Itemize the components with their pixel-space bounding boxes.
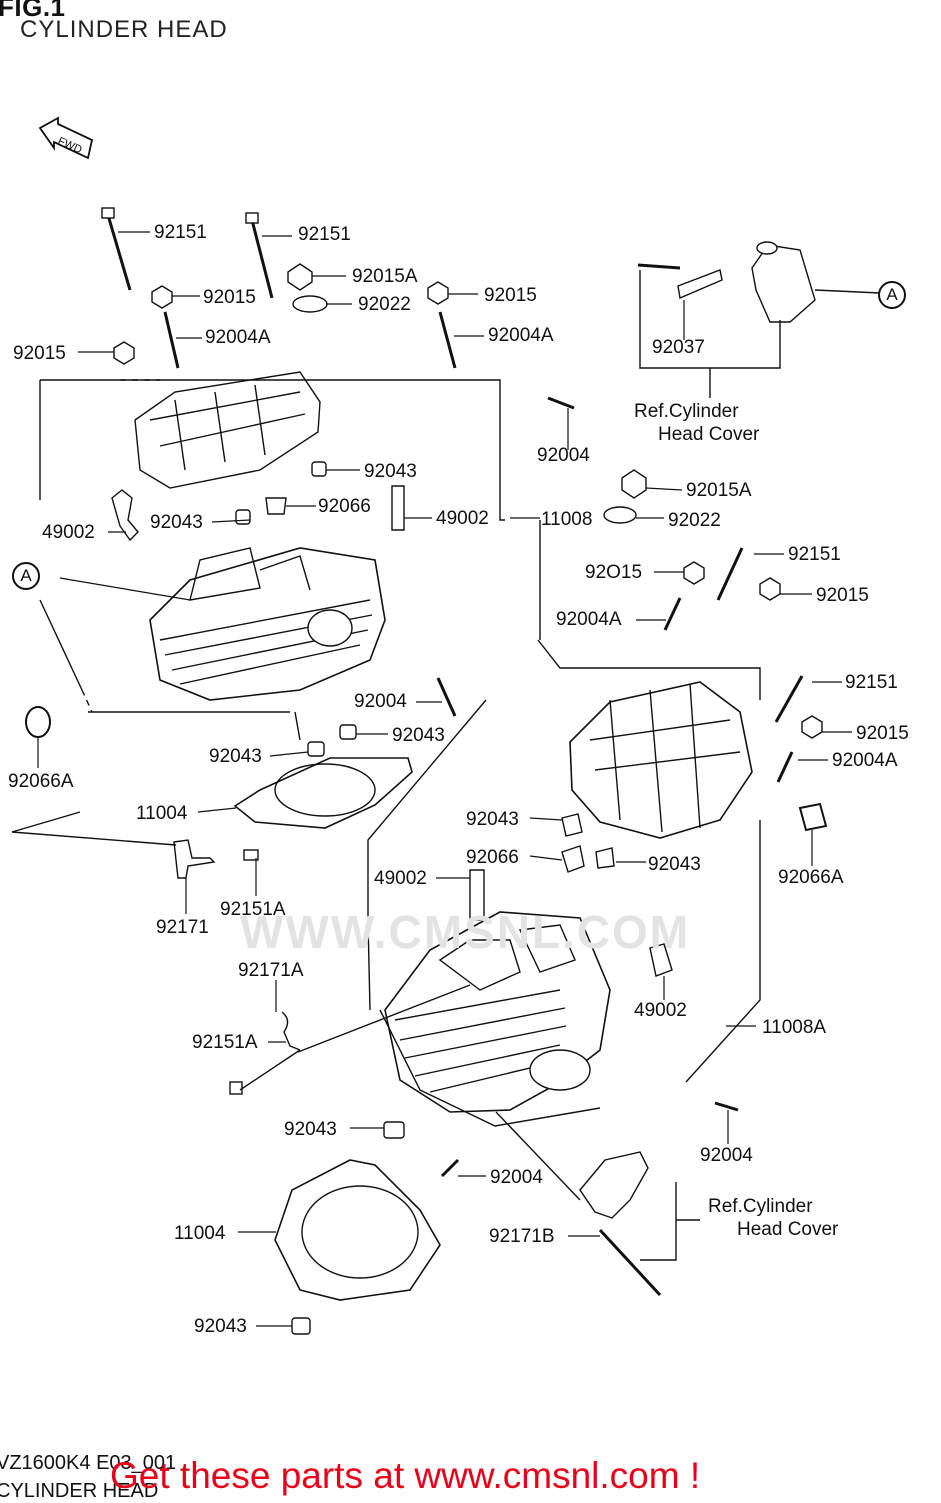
part-label[interactable]: 92171 <box>156 917 209 938</box>
part-label[interactable]: 92171B <box>489 1226 555 1247</box>
part-label[interactable]: 92151 <box>788 544 841 565</box>
part-label[interactable]: 11008A <box>762 1017 827 1038</box>
part-label[interactable]: 92015 <box>13 343 66 364</box>
part-label[interactable]: 92004 <box>700 1145 753 1166</box>
shop-banner-link[interactable]: Get these parts at www.cmsnl.com ! <box>110 1455 701 1496</box>
part-label[interactable]: 11004 <box>174 1223 226 1244</box>
leader-lines <box>37 231 852 1327</box>
part-label[interactable]: 92043 <box>194 1316 247 1337</box>
part-label[interactable]: 92015 <box>816 585 869 606</box>
part-label[interactable]: 92151A <box>192 1032 258 1053</box>
reference-note: Ref.Cylinder Head Cover <box>708 1195 838 1241</box>
part-label[interactable]: 92043 <box>392 725 445 746</box>
part-label[interactable]: 92015 <box>484 285 537 306</box>
part-label[interactable]: 92171A <box>238 960 304 981</box>
rear-cylinder-head <box>229 241 881 1335</box>
part-label[interactable]: 92151A <box>220 899 286 920</box>
part-label[interactable]: 92022 <box>358 294 411 315</box>
reference-line: Ref.Cylinder <box>634 401 739 422</box>
part-label[interactable]: 92004 <box>537 445 590 466</box>
part-label[interactable]: 92043 <box>284 1119 337 1140</box>
part-label[interactable]: 92043 <box>466 809 519 830</box>
part-label[interactable]: 92037 <box>652 337 705 358</box>
front-cylinder-head <box>11 207 505 879</box>
part-label[interactable]: 92066A <box>778 867 844 888</box>
part-label[interactable]: 92004A <box>832 750 898 771</box>
part-label[interactable]: 49002 <box>436 508 489 529</box>
part-label[interactable]: 92151 <box>845 672 898 693</box>
part-label[interactable]: 11008 <box>541 509 593 530</box>
part-label[interactable]: 92O15 <box>585 562 643 583</box>
part-label[interactable]: 92015A <box>686 480 752 501</box>
watermark-text: WWW.CMSNL.COM <box>240 906 691 958</box>
reference-note: Ref.Cylinder Head Cover <box>634 400 759 446</box>
part-label[interactable]: 92004A <box>488 325 554 346</box>
reference-line: Ref.Cylinder <box>708 1196 813 1217</box>
diagram-name: CYLINDER HEAD <box>0 1480 159 1502</box>
part-label[interactable]: 49002 <box>374 868 427 889</box>
reference-line: Head Cover <box>737 1219 839 1240</box>
marker-a-circle: A <box>12 562 40 590</box>
part-label[interactable]: 92004 <box>354 691 407 712</box>
part-label[interactable]: 92043 <box>150 512 203 533</box>
part-label[interactable]: 92066 <box>318 496 371 517</box>
fwd-arrow-icon: FWD <box>38 116 94 160</box>
part-label[interactable]: 92043 <box>209 746 262 767</box>
part-label[interactable]: 92004A <box>556 609 622 630</box>
part-label[interactable]: 92015 <box>856 723 909 744</box>
diagram-code: VZ1600K4 E03_001 <box>0 1452 177 1474</box>
part-label[interactable]: 92066 <box>466 847 519 868</box>
figure-number: FIG.1 <box>0 0 66 22</box>
part-label[interactable]: 92022 <box>668 510 721 531</box>
part-label[interactable]: 92015 <box>203 287 256 308</box>
part-label[interactable]: 11004 <box>136 803 188 824</box>
part-label[interactable]: 92043 <box>648 854 701 875</box>
part-label[interactable]: 92151 <box>298 224 351 245</box>
part-label[interactable]: 92066A <box>8 771 74 792</box>
reference-line: Head Cover <box>658 424 760 445</box>
part-label[interactable]: 92043 <box>364 461 417 482</box>
part-label[interactable]: 92004 <box>490 1167 543 1188</box>
part-label[interactable]: 92151 <box>154 222 207 243</box>
part-label[interactable]: 92015A <box>352 266 418 287</box>
part-label[interactable]: 49002 <box>42 522 95 543</box>
part-label[interactable]: 49002 <box>634 1000 687 1021</box>
marker-a-circle: A <box>878 281 906 309</box>
figure-title: CYLINDER HEAD <box>20 16 228 43</box>
part-label[interactable]: 92004A <box>205 327 271 348</box>
